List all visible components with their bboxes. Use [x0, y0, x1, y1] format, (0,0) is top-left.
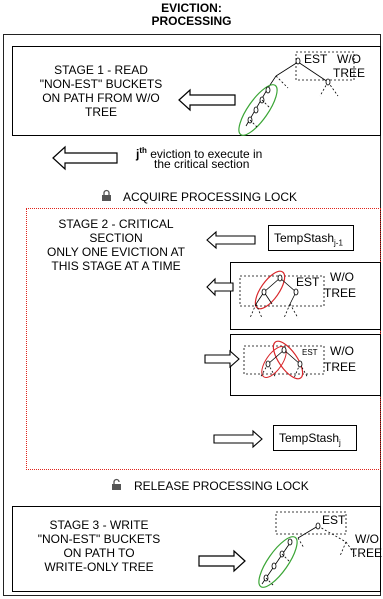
stage1-wo-label: W/O	[337, 52, 361, 66]
note-th: th	[139, 146, 147, 155]
stage1-tree-label: TREE	[333, 66, 366, 80]
lock-open-icon	[112, 478, 121, 490]
tree2-wo-label: W/O	[330, 344, 354, 358]
title-line-1: EVICTION:	[161, 1, 222, 15]
stage1-line-3: ON PATH FROM W/O	[42, 91, 160, 105]
stage2-line-4: THIS STAGE AT A TIME	[51, 259, 181, 273]
stash-out-text: TempStash	[279, 431, 340, 445]
stash-out-box	[273, 425, 357, 451]
stage2-line-2: SECTION	[89, 231, 143, 245]
stage3-wo-label: W/O	[355, 532, 379, 546]
stage3-line-2: "NON-EST" BUCKETS	[37, 532, 161, 546]
stage1-tree-illustration	[238, 51, 355, 136]
stage2-text: STAGE 2 - CRITICAL SECTION ONLY ONE EVIC…	[36, 217, 196, 273]
stage2-line-3: ONLY ONE EVICTION AT	[46, 245, 186, 259]
tree2-tree-label: TREE	[324, 360, 357, 374]
tree1-tree-label: TREE	[324, 286, 357, 300]
stage1-line-1: STAGE 1 - READ	[54, 63, 148, 77]
stage1-est-label: EST	[304, 52, 328, 66]
stage3-text: STAGE 3 - WRITE "NON-EST" BUCKETS ON PAT…	[24, 518, 174, 574]
stash-out-subscript: j	[339, 438, 341, 448]
tree1-illustration	[239, 270, 325, 319]
tree2-illustration	[243, 340, 325, 380]
stash-in-arrow-left-icon	[206, 230, 256, 250]
note-line-1: jth eviction to execute in	[136, 144, 336, 161]
stage3-line-3: ON PATH TO	[63, 546, 135, 560]
tree1-wo-label: W/O	[330, 270, 354, 284]
stash-in-box	[268, 225, 354, 251]
tree1-box	[230, 262, 381, 330]
tree2-est-label: EST	[302, 348, 318, 357]
stage3-line-1: STAGE 3 - WRITE	[49, 518, 149, 532]
stash-out-label: TempStashj	[279, 431, 341, 450]
release-lock-label: RELEASE PROCESSING LOCK	[134, 479, 309, 493]
note-arrow-left-icon	[52, 145, 118, 171]
stage3-arrow-right-icon	[198, 549, 246, 573]
tree1-arrow-left-icon	[206, 277, 234, 297]
stage1-line-4: TREE	[84, 105, 117, 119]
lock-closed-icon	[102, 189, 111, 201]
note-line-2: the critical section	[154, 157, 250, 171]
tree2-box	[230, 334, 381, 396]
stage1-text: STAGE 1 - READ "NON-EST" BUCKETS ON PATH…	[26, 63, 176, 119]
stage3-tree-illustration	[258, 511, 357, 588]
note-rest: eviction to execute in	[146, 147, 263, 161]
stage3-box	[12, 506, 381, 592]
title-line-2: PROCESSING	[151, 14, 232, 28]
stage3-est-label: EST	[322, 513, 346, 527]
stash-in-text: TempStash	[274, 231, 335, 245]
stash-in-subscript: j-1	[334, 238, 343, 248]
stage1-box	[12, 46, 381, 136]
stage3-tree-label: TREE	[350, 546, 383, 560]
stash-out-arrow-right-icon	[213, 429, 263, 449]
tree1-est-label: EST	[296, 275, 320, 289]
stage2-line-1: STAGE 2 - CRITICAL	[58, 217, 174, 231]
acquire-lock-label: ACQUIRE PROCESSING LOCK	[123, 190, 298, 204]
stash-in-label: TempStashj-1	[274, 231, 343, 250]
stage1-line-2: "NON-EST" BUCKETS	[39, 77, 163, 91]
note-j: j	[136, 147, 140, 161]
stage3-line-4: WRITE-ONLY TREE	[44, 560, 154, 574]
stage1-arrow-left-icon	[178, 88, 236, 112]
tree2-arrow-right-icon	[204, 349, 240, 369]
